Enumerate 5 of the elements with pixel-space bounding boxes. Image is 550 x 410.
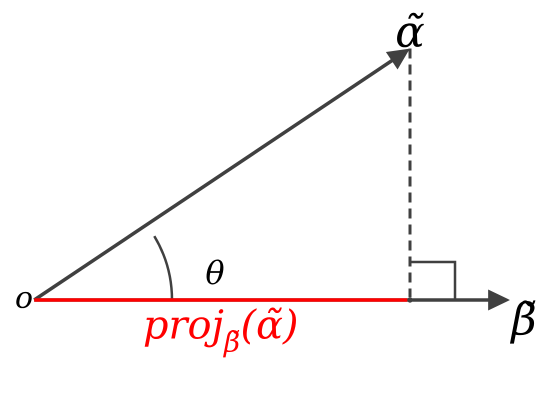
vector-label: o	[16, 292, 32, 308]
edge-label: proj$_{β̃}$(α̃)	[144, 308, 296, 358]
angle-label: θ	[206, 260, 224, 284]
vector-label: α̃	[397, 12, 424, 48]
vector-label: β̃	[510, 300, 536, 344]
